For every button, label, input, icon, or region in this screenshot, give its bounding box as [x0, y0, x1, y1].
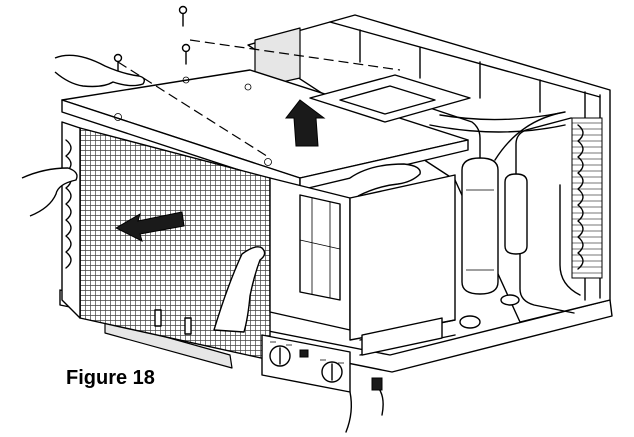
top-cover-panel — [61, 69, 469, 191]
control-knobs — [261, 334, 351, 393]
arrow-up-icon — [284, 99, 326, 147]
inner-cover-plate — [117, 39, 471, 159]
power-cord — [345, 377, 384, 433]
control-panel-housing — [269, 174, 456, 356]
hands — [21, 54, 421, 333]
figure-caption: Figure 18 — [66, 367, 155, 389]
compressor-assembly — [411, 101, 581, 329]
arrow-left-icon — [114, 211, 185, 242]
